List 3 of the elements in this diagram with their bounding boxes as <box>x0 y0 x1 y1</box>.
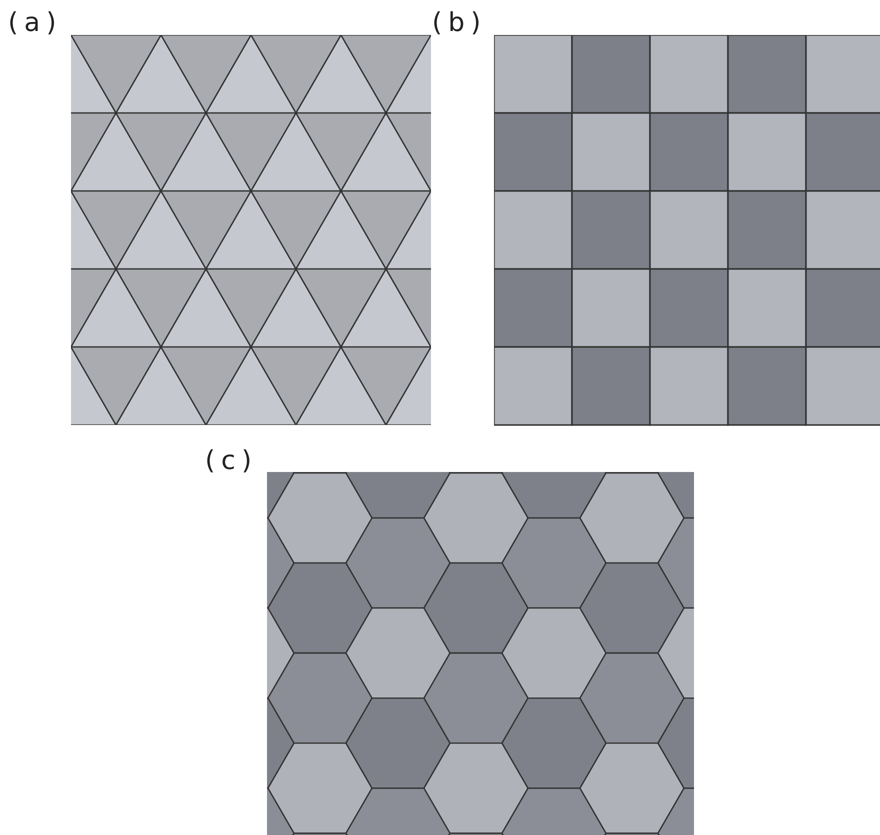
panel-label: (b) <box>432 10 487 36</box>
panel-label: (c) <box>205 448 258 474</box>
panel-label: (a) <box>8 10 62 36</box>
